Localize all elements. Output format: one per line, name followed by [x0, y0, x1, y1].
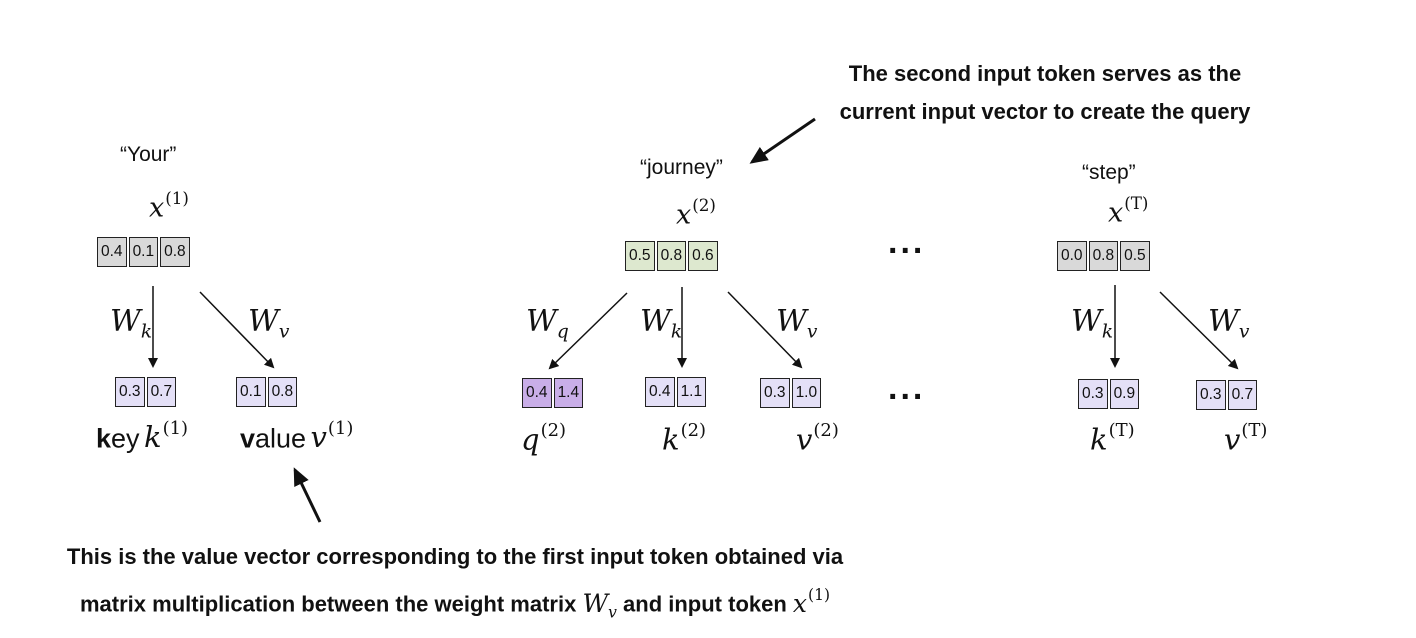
weight-wv-label-T: Wv: [1208, 304, 1250, 343]
query-2-cell-1: 1.4: [553, 378, 584, 408]
key-label-1: key k(1): [96, 418, 188, 454]
weight-wv-sub-1: v: [278, 321, 290, 343]
key-vector-1: 0.3 0.7: [115, 377, 177, 407]
value-T-cell-0: 0.3: [1196, 380, 1226, 410]
value-vector-T: 0.3 0.7: [1196, 380, 1258, 410]
value-vT-label: v(T): [1224, 420, 1268, 457]
input-T-cell-1: 0.8: [1088, 241, 1119, 271]
input-vector-2: 0.5 0.8 0.6: [625, 241, 718, 271]
weight-wq-sub-2: q: [556, 321, 569, 343]
weight-wk-sub-T: k: [1101, 321, 1114, 343]
value-1-cell-0: 0.1: [236, 377, 266, 407]
weight-wk-sub-1: k: [140, 321, 153, 343]
query-annotation-line2: current input vector to create the query: [839, 99, 1251, 124]
weight-wv-sub-T: v: [1238, 321, 1250, 343]
input-vector-1: 0.4 0.1 0.8: [97, 237, 190, 267]
value-annotation-line1: This is the value vector corresponding t…: [66, 544, 844, 569]
input-2-cell-0: 0.5: [625, 241, 655, 271]
key-k2-index: (2): [680, 420, 707, 441]
query-vector-2: 0.4 1.4: [522, 378, 584, 408]
input-1-cell-2: 0.8: [160, 237, 190, 267]
key-vector-T: 0.3 0.9: [1078, 379, 1140, 409]
value-2-cell-0: 0.3: [760, 378, 790, 408]
value-vector-2: 0.3 1.0: [760, 378, 822, 408]
arrow-x2-to-query: [548, 292, 628, 370]
input-2-cell-1: 0.8: [656, 241, 687, 271]
weight-wq-label-2: Wq: [526, 304, 569, 343]
input-2-cell-2: 0.6: [688, 241, 718, 271]
key-1-cell-1: 0.7: [146, 377, 177, 407]
query-q2-index: (2): [540, 420, 567, 441]
value-T-cell-1: 0.7: [1227, 380, 1258, 410]
key-word-bold: k: [96, 423, 112, 454]
ellipsis-outputs: ...: [888, 369, 926, 407]
weight-wv-label-2: Wv: [776, 304, 818, 343]
weight-wk-sub-2: k: [670, 321, 683, 343]
key-2-cell-0: 0.4: [645, 377, 675, 407]
input-x1-label: x(1): [149, 188, 189, 224]
annotation-arrow-bottom: [293, 467, 322, 523]
key-1-cell-0: 0.3: [115, 377, 145, 407]
weight-wv-label-1: Wv: [248, 304, 290, 343]
query-annotation-line1: The second input token serves as the: [848, 61, 1242, 86]
weight-wk-label-T: Wk: [1071, 304, 1114, 343]
value-annotation-wv: Wv: [582, 588, 617, 622]
input-vector-T: 0.0 0.8 0.5: [1057, 241, 1150, 271]
value-annotation-x1-index: (1): [808, 586, 830, 604]
input-x1-index: (1): [165, 188, 189, 208]
value-v1-symbol: v(1): [310, 418, 354, 455]
value-annotation-x1: x(1): [792, 586, 830, 618]
arrow-x2-to-value: [727, 291, 803, 369]
key-2-cell-1: 1.1: [676, 377, 707, 407]
key-kT-label: k(T): [1090, 420, 1135, 457]
value-annotation-pre: matrix multiplication between the weight…: [80, 591, 577, 617]
input-T-cell-2: 0.5: [1120, 241, 1150, 271]
value-v2-label: v(2): [796, 420, 839, 457]
weight-wk-label-1: Wk: [110, 304, 153, 343]
query-2-cell-0: 0.4: [522, 378, 552, 408]
value-word-rest: alue: [255, 423, 307, 454]
token-word-T: “step”: [1082, 161, 1136, 184]
value-annotation-mid: and input token: [623, 591, 787, 617]
key-word-rest: ey: [111, 423, 140, 454]
input-1-cell-0: 0.4: [97, 237, 127, 267]
annotation-arrow-top: [749, 117, 816, 164]
value-vector-1: 0.1 0.8: [236, 377, 298, 407]
query-annotation: The second input token serves as the cur…: [790, 55, 1300, 131]
key-T-cell-0: 0.3: [1078, 379, 1108, 409]
value-annotation: This is the value vector corresponding t…: [20, 538, 890, 631]
value-2-cell-1: 1.0: [791, 378, 822, 408]
value-v1-index: (1): [327, 418, 354, 439]
key-k1-symbol: k(1): [144, 418, 189, 455]
input-x2-index: (2): [692, 195, 716, 215]
arrow-x1-to-value: [199, 291, 275, 369]
weight-wv-sub-2: v: [806, 321, 818, 343]
token-word-2: “journey”: [640, 156, 723, 179]
key-vector-2: 0.4 1.1: [645, 377, 707, 407]
input-xT-label: x(T): [1108, 193, 1149, 229]
query-q2-label: q(2): [521, 420, 567, 457]
value-v2-index: (2): [813, 420, 839, 441]
input-T-cell-0: 0.0: [1057, 241, 1087, 271]
key-T-cell-1: 0.9: [1109, 379, 1140, 409]
key-kT-index: (T): [1108, 420, 1135, 441]
value-1-cell-1: 0.8: [267, 377, 298, 407]
weight-wk-label-2: Wk: [640, 304, 683, 343]
ellipsis-inputs: ...: [888, 223, 926, 261]
key-k1-index: (1): [162, 418, 189, 439]
value-vT-index: (T): [1241, 420, 1268, 441]
input-1-cell-1: 0.1: [128, 237, 159, 267]
value-label-1: value v(1): [240, 418, 353, 454]
value-annotation-line2: matrix multiplication between the weight…: [20, 576, 890, 631]
key-k2-label: k(2): [662, 420, 707, 457]
value-annotation-wv-sub: v: [608, 603, 617, 622]
arrow-xT-to-value: [1159, 291, 1239, 370]
input-x2-label: x(2): [676, 195, 716, 231]
value-word-bold: v: [240, 423, 256, 454]
input-xT-index: (T): [1124, 193, 1149, 213]
token-word-1: “Your”: [120, 143, 177, 166]
